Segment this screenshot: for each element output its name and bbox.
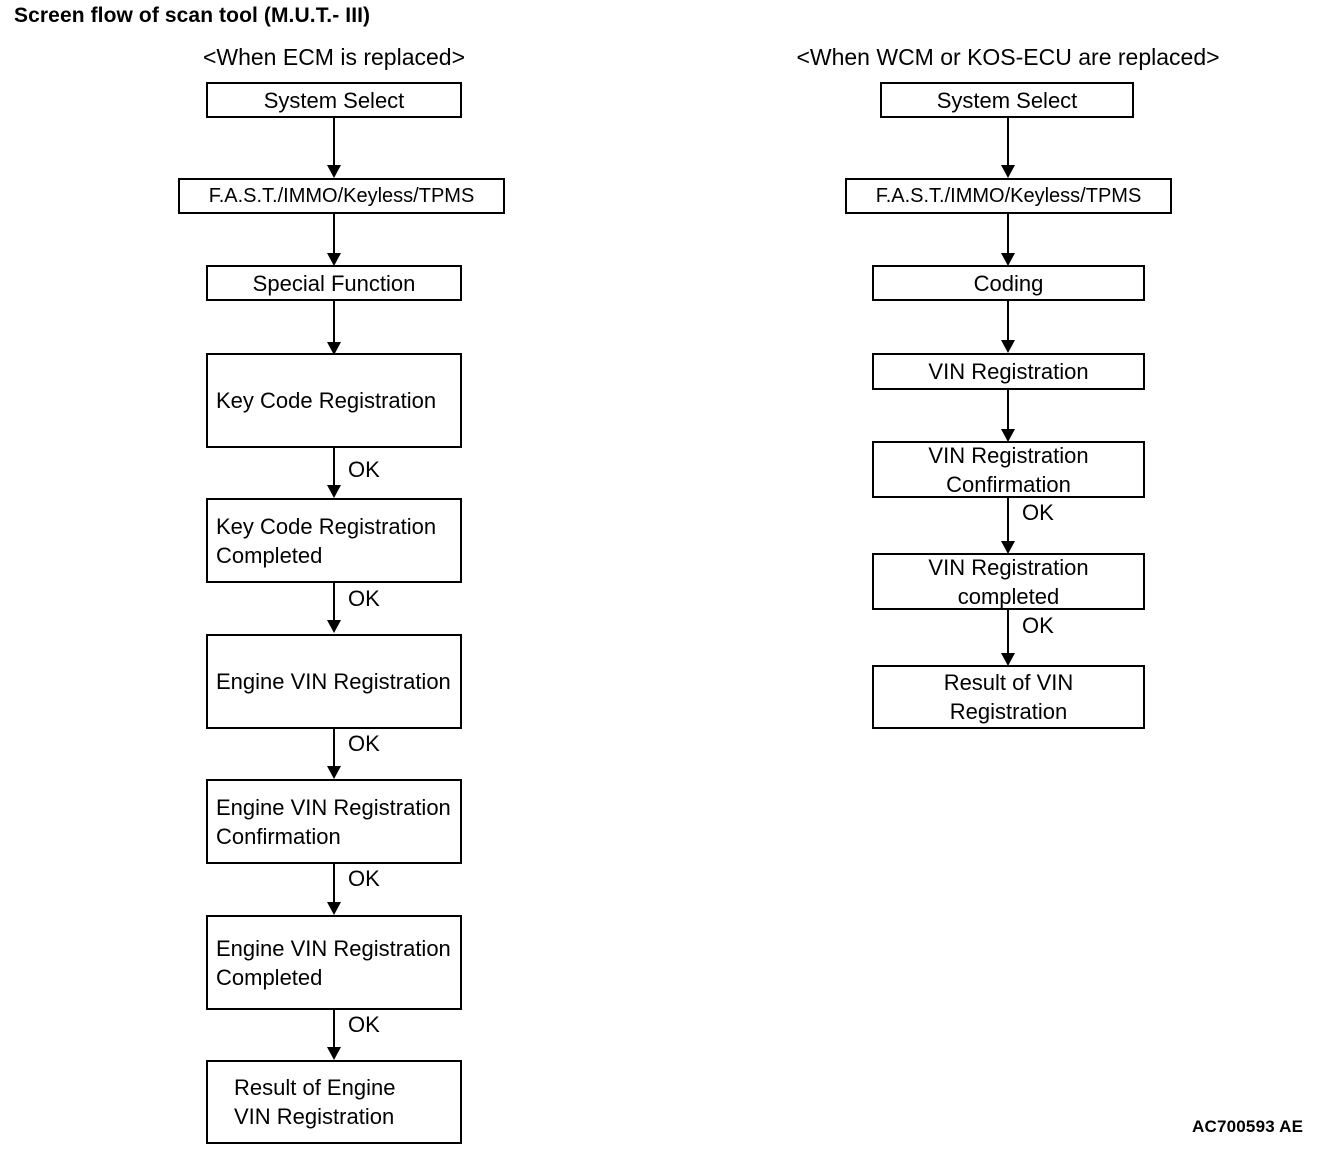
node-ecm-engine-vin-registration[interactable]: Engine VIN Registration <box>206 634 462 729</box>
edge-label-wcm-6: OK <box>1022 613 1054 638</box>
arrow-wcm-1 <box>1001 118 1015 178</box>
node-line: VIN Registration <box>928 359 1089 384</box>
edge-label-ecm-6: OK <box>348 731 380 756</box>
node-line: VIN Registration <box>234 1104 395 1129</box>
node-ecm-fast-immo[interactable]: F.A.S.T./IMMO/Keyless/TPMS <box>178 178 505 214</box>
node-line: VIN Registration <box>928 442 1089 468</box>
node-line: Result of Engine <box>234 1075 396 1100</box>
node-line: System Select <box>936 87 1078 113</box>
node-line: Confirmation <box>216 823 341 849</box>
node-ecm-special-function[interactable]: Special Function <box>206 265 462 301</box>
node-line: Engine VIN Registration <box>216 794 451 820</box>
node-ecm-result[interactable]: Result of Engine VIN Registration <box>206 1060 462 1144</box>
node-wcm-vin-registration[interactable]: VIN Registration <box>872 353 1145 390</box>
edge-label-ecm-5: OK <box>348 586 380 611</box>
edge-label-wcm-5: OK <box>1022 500 1054 525</box>
arrow-wcm-2 <box>1001 214 1015 266</box>
node-ecm-system-select[interactable]: System Select <box>206 82 462 118</box>
arrow-ecm-3 <box>327 301 341 355</box>
node-ecm-key-code-registration[interactable]: Key Code Registration <box>206 353 462 448</box>
arrow-ecm-1 <box>327 118 341 178</box>
edge-label-ecm-7: OK <box>348 866 380 891</box>
column-heading-wcm: <When WCM or KOS-ECU are replaced> <box>796 44 1220 70</box>
node-ecm-key-code-completed[interactable]: Key Code Registration Completed <box>206 498 462 583</box>
arrow-wcm-4 <box>1001 390 1015 442</box>
node-wcm-vin-completed[interactable]: VIN Registration completed <box>872 553 1145 610</box>
node-ecm-engine-vin-confirmation[interactable]: Engine VIN Registration Confirmation <box>206 779 462 864</box>
node-line: Confirmation <box>946 471 1071 497</box>
node-line: F.A.S.T./IMMO/Keyless/TPMS <box>875 184 1142 207</box>
arrow-ecm-2 <box>327 214 341 266</box>
node-wcm-result[interactable]: Result of VIN Registration <box>872 665 1145 729</box>
page-title: Screen flow of scan tool (M.U.T.- III) <box>14 4 371 27</box>
node-line: F.A.S.T./IMMO/Keyless/TPMS <box>208 184 475 207</box>
arrow-wcm-6 <box>1001 610 1015 666</box>
node-wcm-coding[interactable]: Coding <box>872 265 1145 301</box>
node-line: Engine VIN Registration <box>216 669 451 694</box>
node-line: completed <box>957 583 1060 609</box>
edge-label-ecm-4: OK <box>348 457 380 482</box>
arrow-ecm-5 <box>327 583 341 633</box>
node-line: Result of VIN <box>943 670 1074 695</box>
column-heading-ecm: <When ECM is replaced> <box>202 44 466 70</box>
arrow-wcm-5 <box>1001 498 1015 554</box>
arrow-ecm-7 <box>327 864 341 915</box>
node-line: Completed <box>216 542 323 568</box>
node-wcm-fast-immo[interactable]: F.A.S.T./IMMO/Keyless/TPMS <box>845 178 1172 214</box>
figure-code: AC700593 AE <box>1192 1117 1304 1136</box>
node-line: Key Code Registration <box>216 513 437 539</box>
node-line: Completed <box>216 964 323 990</box>
node-wcm-system-select[interactable]: System Select <box>880 82 1134 118</box>
edge-label-ecm-8: OK <box>348 1012 380 1037</box>
node-line: Key Code Registration <box>216 388 437 413</box>
node-line: VIN Registration <box>928 554 1089 580</box>
node-line: System Select <box>263 87 405 113</box>
node-wcm-vin-confirmation[interactable]: VIN Registration Confirmation <box>872 441 1145 498</box>
node-line: Coding <box>973 270 1044 296</box>
node-line: Special Function <box>252 270 416 296</box>
arrow-wcm-3 <box>1001 301 1015 353</box>
node-line: Registration <box>949 699 1068 724</box>
node-line: Engine VIN Registration <box>216 935 451 961</box>
arrow-ecm-8 <box>327 1010 341 1060</box>
node-ecm-engine-vin-completed[interactable]: Engine VIN Registration Completed <box>206 915 462 1010</box>
arrow-ecm-4 <box>327 448 341 498</box>
arrow-ecm-6 <box>327 729 341 779</box>
